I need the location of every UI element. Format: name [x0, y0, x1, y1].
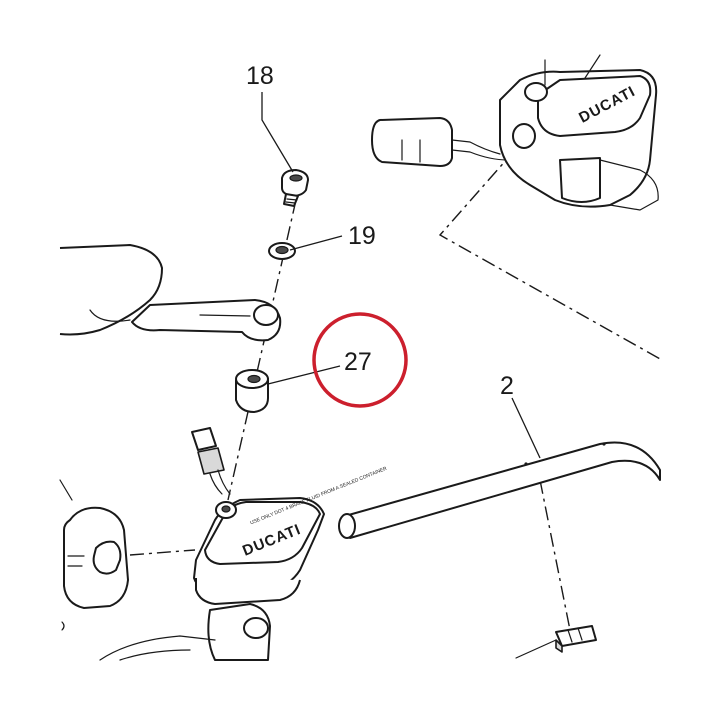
washer-hole — [275, 245, 289, 255]
upper-connector-plug — [371, 117, 453, 167]
lower-connector-plug — [191, 427, 217, 451]
upper-reservoir-screw — [524, 82, 548, 102]
callout-2: 2 — [500, 372, 514, 400]
assembly-axis-lines — [129, 149, 663, 631]
left-switch-housing — [59, 479, 129, 631]
upper-reservoir-cap — [537, 75, 652, 137]
part-18-screw — [281, 169, 309, 207]
upper-master-bore — [512, 123, 536, 149]
handlebar-tube — [344, 441, 661, 539]
leader-27 — [267, 365, 341, 385]
highlight-circle — [312, 312, 408, 408]
axis-screw-to-clamp — [227, 199, 297, 501]
upper-master-lever-pivot — [559, 157, 601, 203]
axis-upper-master — [438, 149, 663, 361]
lower-reservoir-cap — [204, 501, 321, 565]
bracket-clip — [555, 625, 597, 647]
left-hand-grip — [59, 244, 163, 336]
upper-master-cylinder: DUCATI — [371, 54, 659, 211]
leader-2 — [511, 397, 541, 459]
screw-head — [281, 169, 309, 197]
lower-master-cylinder: DUCATI USE ONLY DOT 4 BRAKE FLUID FROM A… — [99, 427, 388, 661]
axis-switch-to-master — [129, 549, 196, 556]
part-19-washer — [268, 242, 296, 260]
lower-brake-lever — [99, 635, 216, 661]
clutch-lever-assembly — [59, 244, 282, 342]
leader-18 — [261, 92, 294, 173]
lower-master-base — [195, 578, 301, 605]
leader-19 — [289, 235, 343, 251]
lever-pivot-bore — [253, 304, 279, 326]
bushing-bore — [247, 374, 261, 384]
handlebar-bracket — [515, 625, 597, 659]
callout-27: 27 — [344, 348, 372, 376]
axis-handlebar-to-bracket — [539, 479, 571, 631]
handlebar-end — [338, 513, 356, 539]
screw-hex-socket — [289, 174, 303, 182]
callout-18: 18 — [246, 62, 274, 90]
lower-connector-body — [197, 447, 225, 475]
part-27-bushing — [235, 369, 269, 413]
switch-button — [92, 540, 122, 575]
callout-19: 19 — [348, 222, 376, 250]
callout-leaders — [261, 92, 541, 459]
part-2-handlebar — [338, 441, 661, 539]
